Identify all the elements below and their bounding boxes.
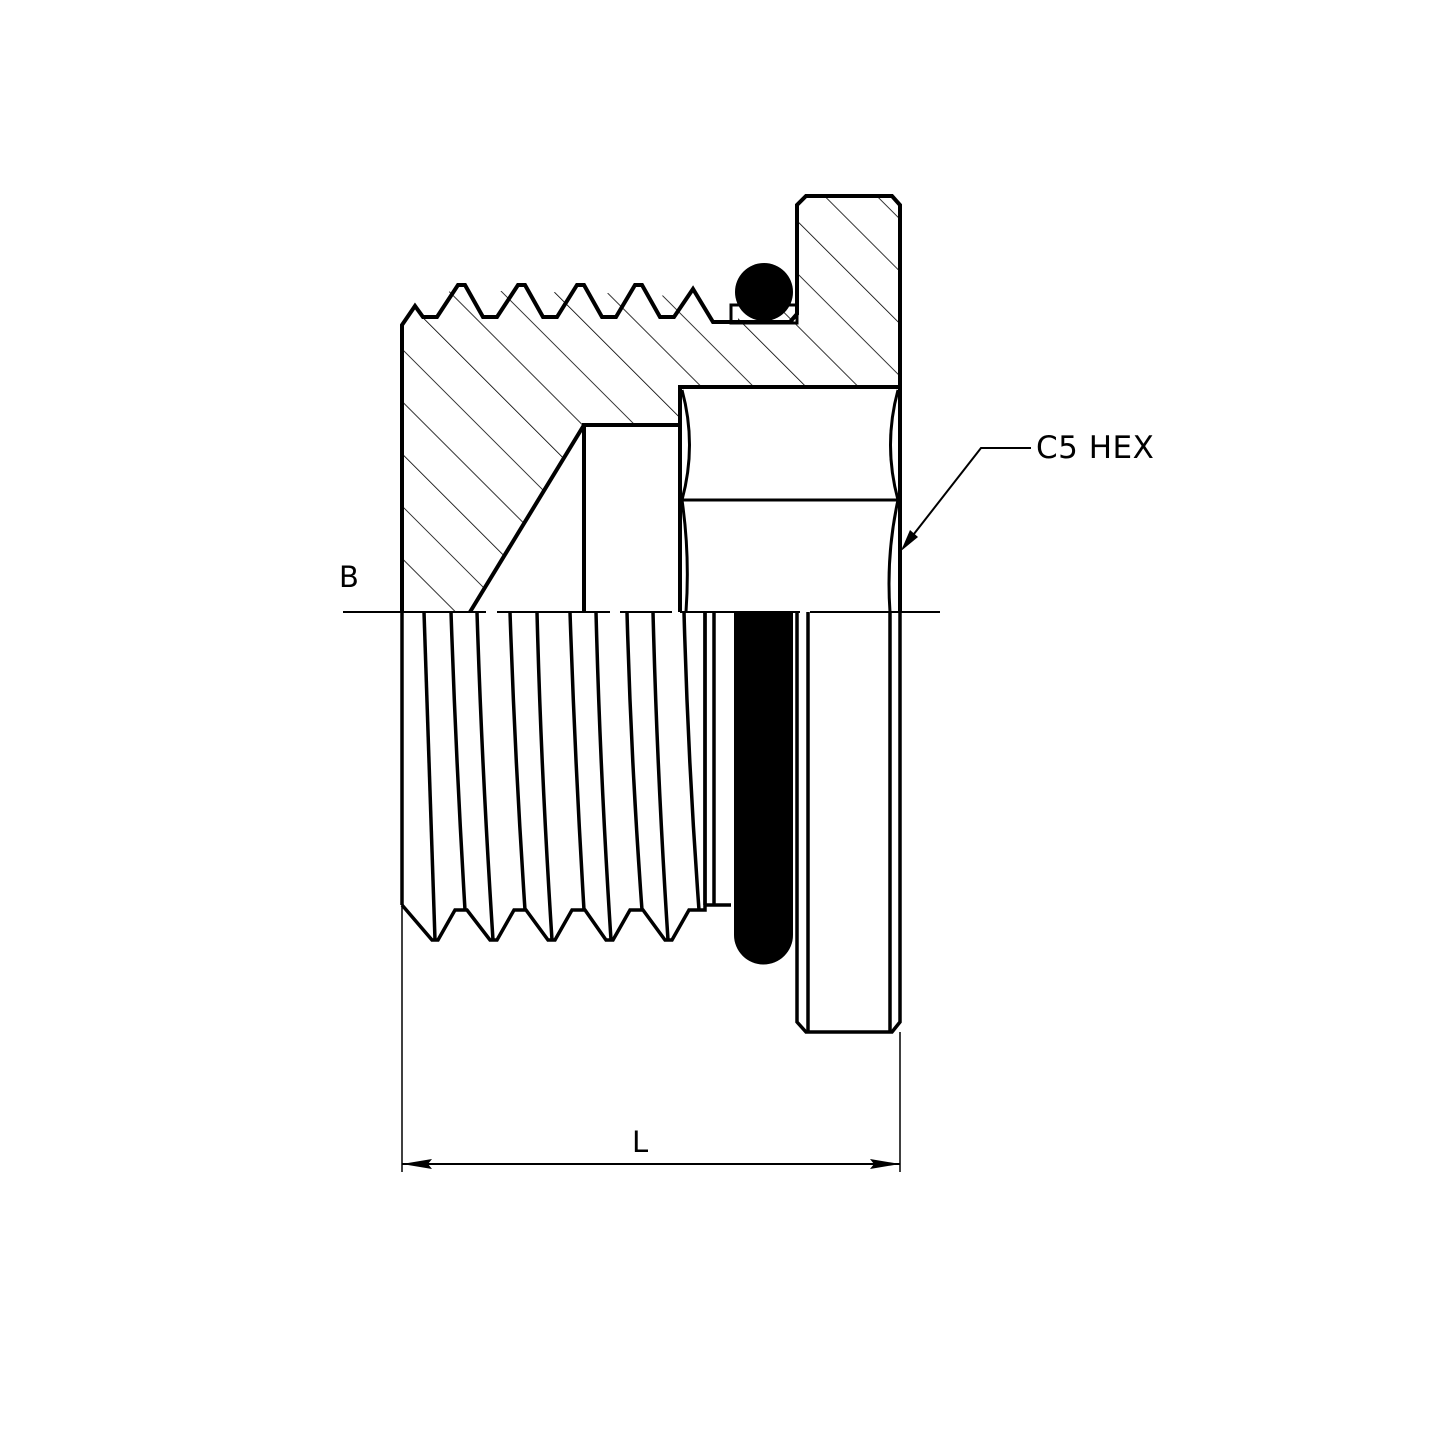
lower-external-view (400, 611, 902, 1034)
upper-section-outline (400, 194, 902, 614)
section-hatching (402, 196, 900, 612)
hex-size-callout: C5 HEX (1036, 430, 1155, 466)
o-ring-section (729, 263, 799, 325)
length-dimension-label: L (632, 1125, 649, 1159)
o-ring-external (734, 612, 793, 965)
hex-callout-leader (901, 447, 1031, 551)
centerline-label: B (339, 560, 360, 594)
hex-socket (680, 389, 900, 613)
length-dimension (401, 905, 901, 1172)
